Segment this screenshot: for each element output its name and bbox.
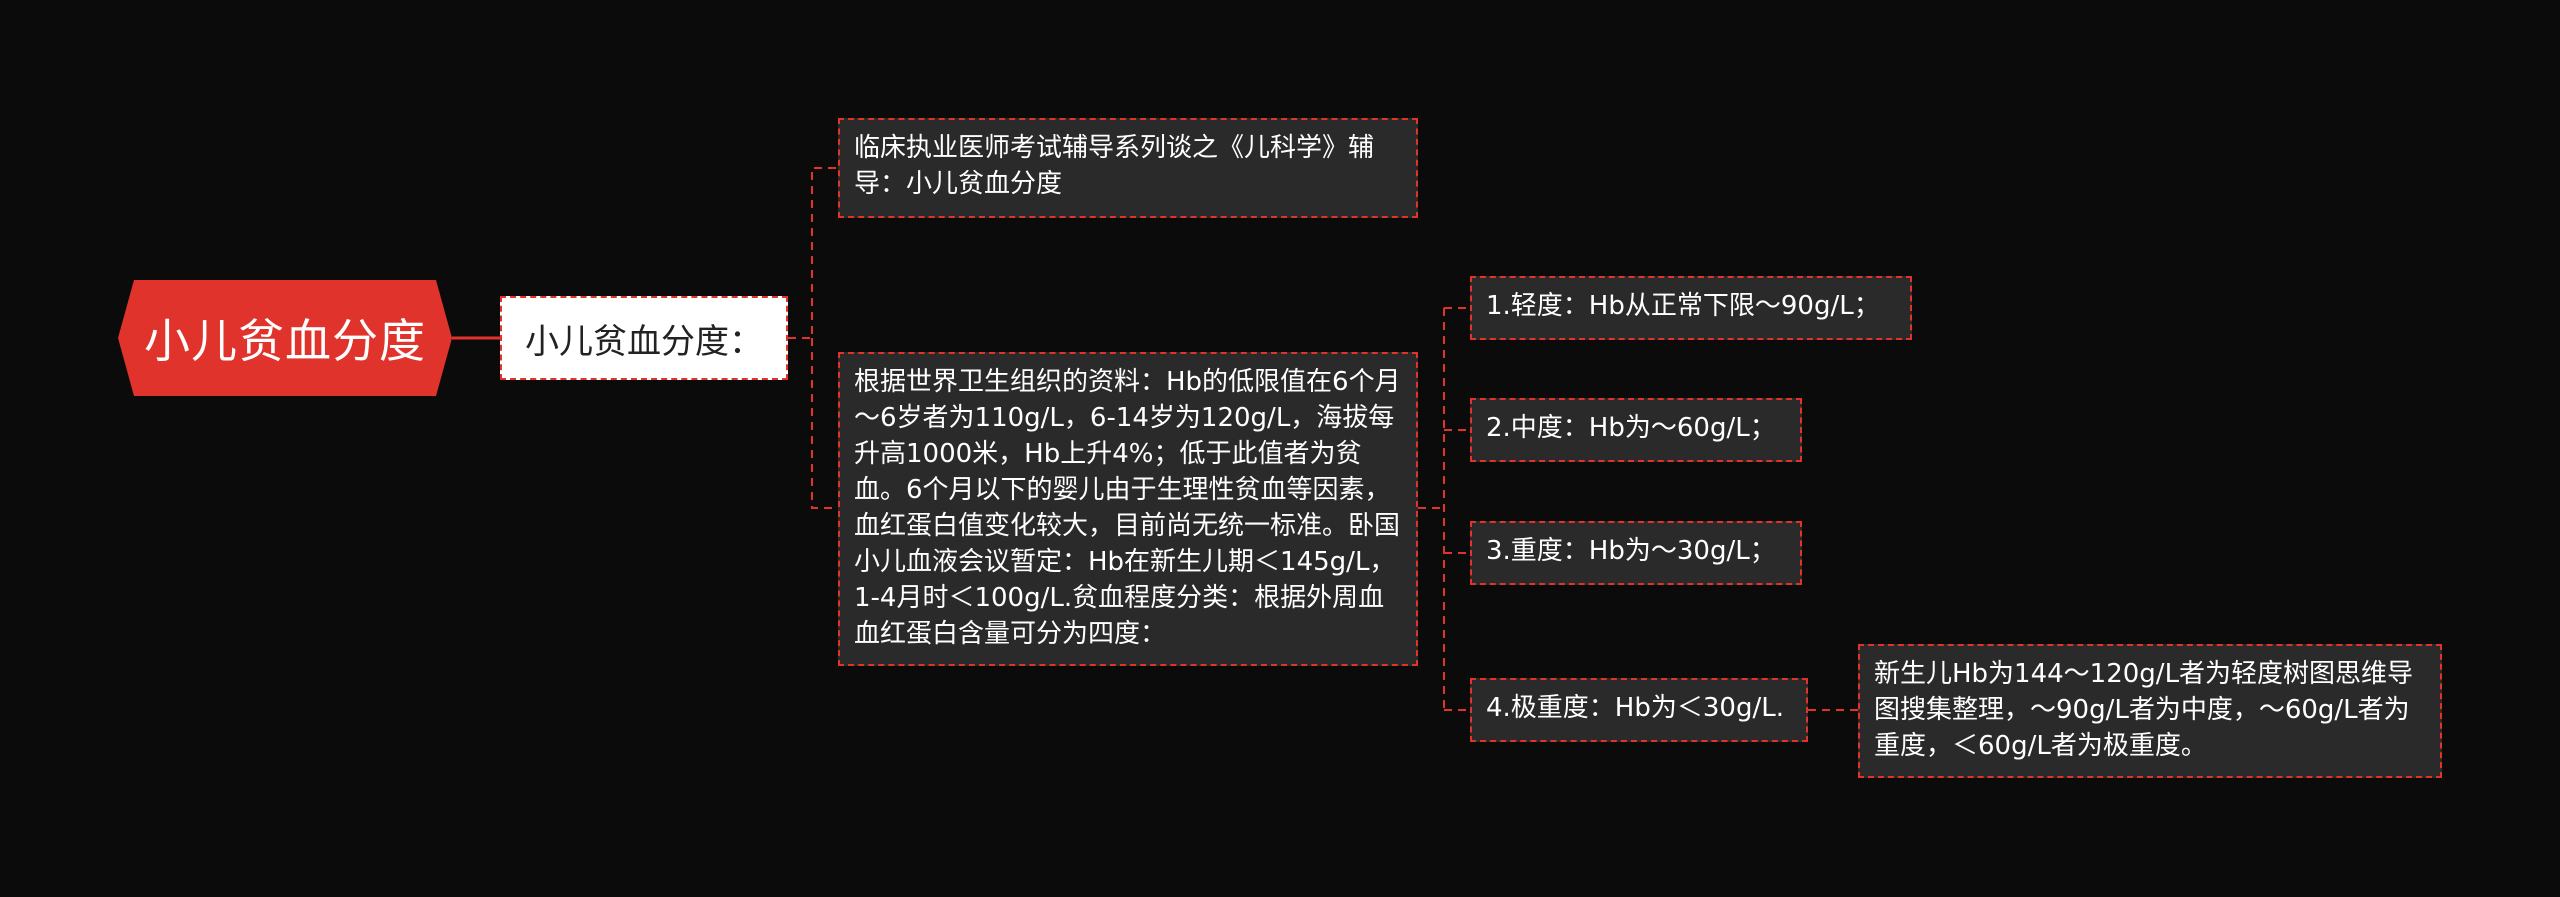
connector-sub-info: [811, 338, 838, 509]
grade-node-very-severe[interactable]: 4.极重度：Hb为＜30g/L.: [1470, 678, 1808, 742]
grade-node-moderate[interactable]: 2.中度：Hb为～60g/L；: [1470, 398, 1802, 462]
root-hexagon-shape: [118, 280, 452, 396]
grade-node-mild[interactable]: 1.轻度：Hb从正常下限～90g/L；: [1470, 276, 1912, 340]
title-node[interactable]: 临床执业医师考试辅导系列谈之《儿科学》辅导：小儿贫血分度: [838, 118, 1418, 218]
newborn-note-node[interactable]: 新生儿Hb为144～120g/L者为轻度树图思维导图搜集整理，～90g/L者为中…: [1858, 644, 2442, 778]
info-node[interactable]: 根据世界卫生组织的资料：Hb的低限值在6个月～6岁者为110g/L，6-14岁为…: [838, 352, 1418, 666]
root-label: 小儿贫血分度: [144, 314, 426, 368]
subtopic-node[interactable]: 小儿贫血分度：: [500, 296, 788, 380]
grade-node-severe[interactable]: 3.重度：Hb为～30g/L；: [1470, 521, 1802, 585]
connector-sub-title: [788, 167, 838, 339]
root-node[interactable]: 小儿贫血分度: [118, 280, 452, 396]
